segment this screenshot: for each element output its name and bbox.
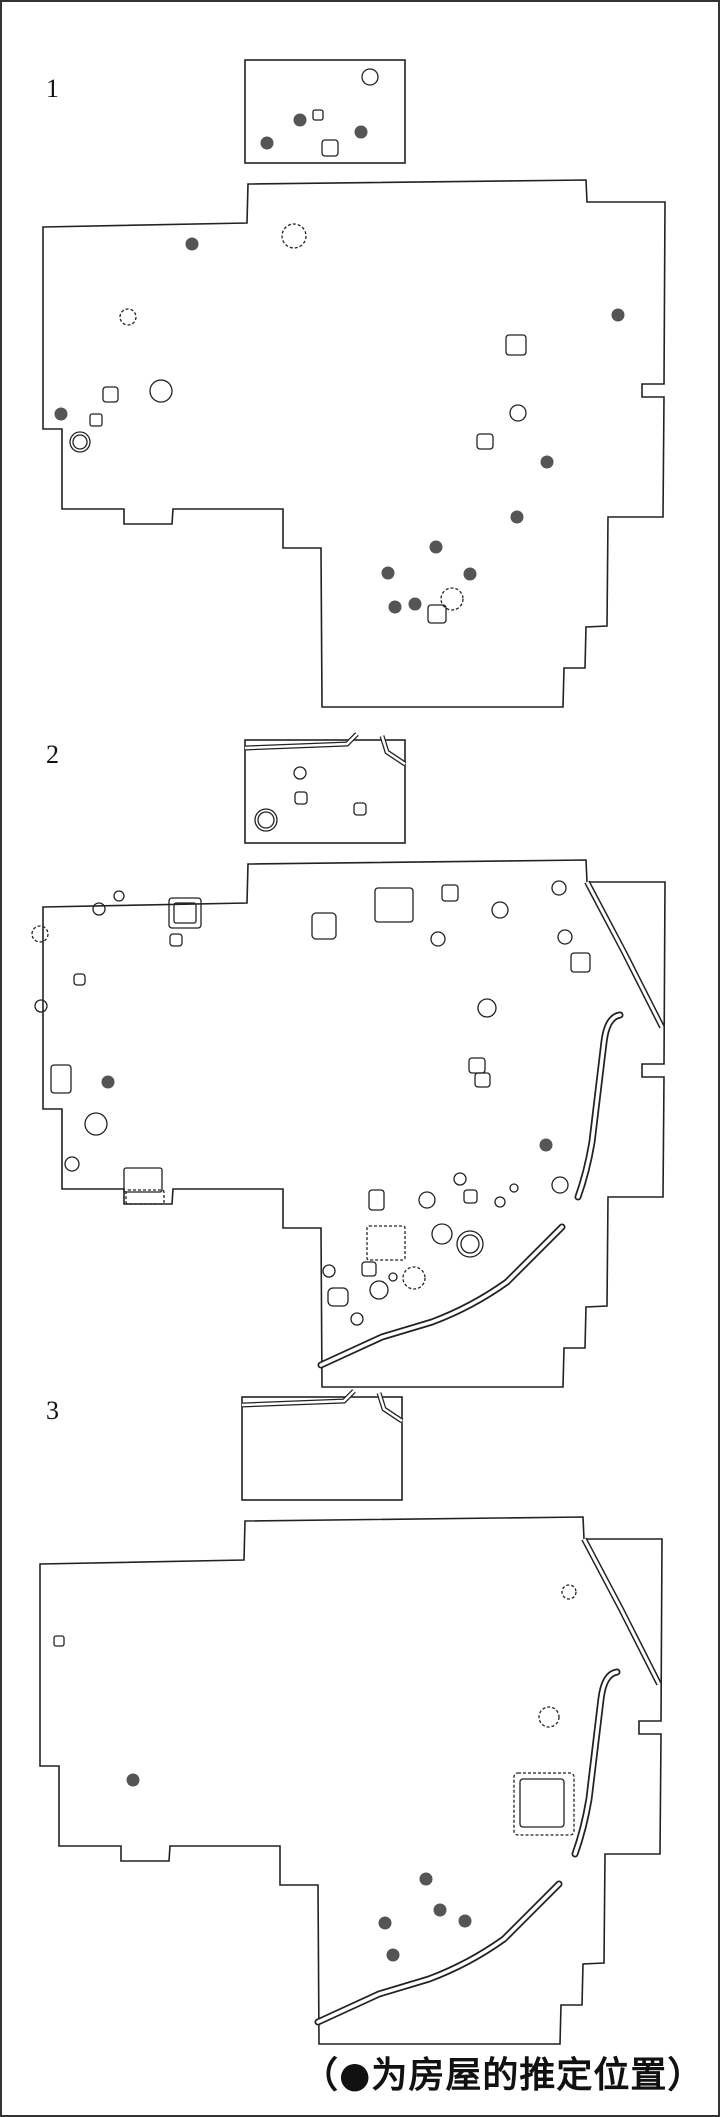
house-marker-dot	[540, 455, 554, 469]
house-marker-dot	[101, 1075, 115, 1089]
house-marker-dot	[611, 308, 625, 322]
house-marker-dot	[185, 237, 199, 251]
house-marker-dot	[429, 540, 443, 554]
panel-3-house-markers	[126, 1773, 472, 1962]
legend-caption: （●为房屋的推定位置）	[302, 2055, 705, 2096]
panel-1-label: 1	[46, 74, 59, 103]
panel-2-house-markers	[101, 1075, 553, 1152]
house-marker-dot	[354, 125, 368, 139]
house-marker-dot	[510, 510, 524, 524]
house-marker-dot	[386, 1948, 400, 1962]
house-marker-dot	[419, 1872, 433, 1886]
house-marker-dot	[378, 1916, 392, 1930]
house-marker-dot	[388, 600, 402, 614]
panel-2-label: 2	[46, 740, 59, 769]
panel-3-label: 3	[46, 1396, 59, 1425]
panel-1-features	[69, 68, 527, 624]
panel-1-house-markers	[54, 113, 625, 614]
house-marker-dot	[463, 567, 477, 581]
panel-1-site-outline	[42, 179, 666, 708]
house-marker-dot	[293, 113, 307, 127]
house-marker-dot	[381, 566, 395, 580]
house-marker-dot	[539, 1138, 553, 1152]
house-marker-dot	[54, 407, 68, 421]
panel-2-plan	[31, 732, 666, 1388]
house-marker-dot	[458, 1914, 472, 1928]
house-marker-dot	[126, 1773, 140, 1787]
house-marker-dot	[433, 1903, 447, 1917]
panel-3-plan	[39, 1389, 663, 2045]
panel-3-features	[53, 1584, 577, 1836]
house-marker-dot	[260, 136, 274, 150]
panel-3-channels	[241, 1389, 662, 2026]
house-marker-dot	[408, 597, 422, 611]
panel-3-inset-outline	[241, 1396, 403, 1501]
panel-1-plan	[42, 59, 666, 708]
panel-2-channels	[244, 732, 665, 1369]
panel-2-features	[31, 766, 591, 1326]
